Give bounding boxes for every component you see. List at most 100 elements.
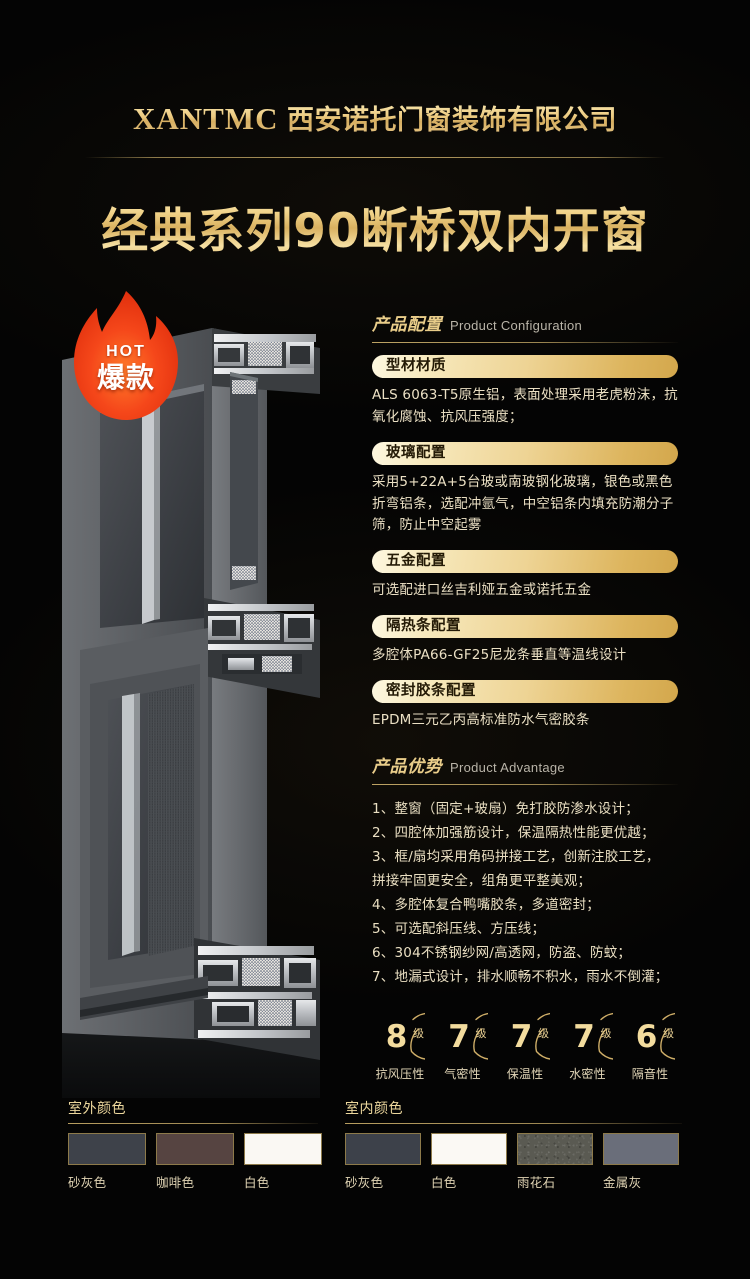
color-swatch[interactable]: 金属灰 xyxy=(603,1133,679,1191)
rating-item: 7 级 保温性 xyxy=(497,1012,553,1082)
ring-arc-icon xyxy=(410,1012,425,1060)
color-chip[interactable] xyxy=(156,1133,234,1165)
rating-grade: 7 xyxy=(573,1018,595,1055)
rating-item: 6 级 隔音性 xyxy=(622,1012,678,1082)
brand-name-en: XANTMC xyxy=(132,101,279,136)
rating-unit: 级 xyxy=(663,1027,674,1040)
window-profile-illustration xyxy=(62,328,320,1098)
color-chip[interactable] xyxy=(603,1133,679,1165)
color-chip[interactable] xyxy=(244,1133,322,1165)
config-item-label: 密封胶条配置 xyxy=(372,680,678,704)
rating-ring: 7 级 xyxy=(500,1012,550,1062)
list-item: 2、四腔体加强筋设计，保温隔热性能更优越； xyxy=(372,824,655,841)
rating-unit: 级 xyxy=(538,1027,549,1040)
color-name: 砂灰色 xyxy=(345,1175,384,1190)
color-swatch[interactable]: 白色 xyxy=(431,1133,507,1191)
config-item: 密封胶条配置 EPDM三元乙丙高标准防水气密胶条 xyxy=(372,680,678,732)
config-item-body: ALS 6063-T5原生铝，表面处理采用老虎粉沫，抗氧化腐蚀、抗风压强度； xyxy=(372,387,678,425)
indoor-colors-panel: 室内颜色 砂灰色 白色 雨花石 金属灰 xyxy=(345,1098,682,1191)
color-chip[interactable] xyxy=(431,1133,507,1165)
rating-ring: 8 级 xyxy=(375,1012,425,1062)
config-item-label: 隔热条配置 xyxy=(372,615,678,639)
performance-ratings: 8 级 抗风压性 7 级 气密性 7 级 保温性 xyxy=(372,1012,678,1082)
config-item-body: 采用5+22A+5台玻或南玻钢化玻璃，银色或黑色折弯铝条，选配冲氩气，中空铝条内… xyxy=(372,473,674,534)
rating-grade: 6 xyxy=(635,1018,658,1055)
config-item: 隔热条配置 多腔体PA66-GF25尼龙条垂直等温线设计 xyxy=(372,615,678,667)
config-item-label: 五金配置 xyxy=(372,550,678,574)
flame-icon xyxy=(74,291,178,420)
rating-item: 7 级 气密性 xyxy=(435,1012,491,1082)
rating-item: 7 级 水密性 xyxy=(560,1012,616,1082)
rating-label: 隔音性 xyxy=(631,1067,669,1081)
list-item: 5、可选配斜压线、方压线； xyxy=(372,920,546,937)
color-swatch[interactable]: 砂灰色 xyxy=(68,1133,146,1191)
color-name: 咖啡色 xyxy=(156,1175,195,1190)
color-name: 白色 xyxy=(431,1175,457,1190)
advantage-heading: 产品优势 Product Advantage xyxy=(372,752,678,777)
rating-ring: 6 级 xyxy=(625,1012,675,1062)
color-chip[interactable] xyxy=(345,1133,421,1165)
color-swatch[interactable]: 白色 xyxy=(244,1133,322,1191)
color-swatch[interactable]: 咖啡色 xyxy=(156,1133,234,1191)
rating-label: 气密性 xyxy=(444,1067,481,1081)
config-item-body: EPDM三元乙丙高标准防水气密胶条 xyxy=(372,712,590,729)
advantage-list: 1、整窗（固定+玻扇）免打胶防渗水设计； 2、四腔体加强筋设计，保温隔热性能更优… xyxy=(372,797,678,989)
config-item: 五金配置 可选配进口丝吉利娅五金或诺托五金 xyxy=(372,550,678,602)
ring-arc-icon xyxy=(535,1012,550,1060)
color-name: 金属灰 xyxy=(603,1175,642,1190)
configuration-heading: 产品配置 Product Configuration xyxy=(372,310,678,335)
color-swatch[interactable]: 雨花石 xyxy=(517,1133,593,1191)
brand-title: XANTMC 西安诺托门窗装饰有限公司 xyxy=(0,98,750,137)
rating-label: 水密性 xyxy=(569,1067,606,1081)
color-name: 白色 xyxy=(244,1175,270,1190)
indoor-swatch-row: 砂灰色 白色 雨花石 金属灰 xyxy=(345,1133,682,1191)
page-title: 经典系列90断桥双内开窗 xyxy=(0,192,750,261)
outdoor-colors-title: 室外颜色 xyxy=(68,1101,126,1117)
color-name: 砂灰色 xyxy=(68,1175,107,1190)
ring-arc-icon xyxy=(472,1012,488,1060)
configuration-heading-cn: 产品配置 xyxy=(372,315,442,335)
color-name: 雨花石 xyxy=(517,1175,556,1190)
rating-grade: 8 xyxy=(385,1018,408,1055)
list-item: 3、框/扇均采用角码拼接工艺，创新注胶工艺， 拼接牢固更安全，组角更平整美观； xyxy=(372,848,660,889)
ring-arc-icon xyxy=(597,1012,613,1060)
configuration-heading-en: Product Configuration xyxy=(450,318,583,333)
config-item-body: 多腔体PA66-GF25尼龙条垂直等温线设计 xyxy=(372,647,627,664)
indoor-colors-title: 室内颜色 xyxy=(345,1101,403,1117)
outdoor-colors-panel: 室外颜色 砂灰色 咖啡色 白色 xyxy=(68,1098,322,1191)
list-item: 1、整窗（固定+玻扇）免打胶防渗水设计； xyxy=(372,800,639,817)
brand-name-cn: 西安诺托门窗装饰有限公司 xyxy=(287,105,618,136)
list-item: 7、地漏式设计，排水顺畅不积水，雨水不倒灌； xyxy=(372,968,669,985)
rating-unit: 级 xyxy=(600,1027,612,1040)
config-item-label: 型材材质 xyxy=(372,355,678,378)
rating-unit: 级 xyxy=(475,1027,487,1040)
color-chip[interactable] xyxy=(68,1133,146,1165)
config-item: 型材材质 ALS 6063-T5原生铝，表面处理采用老虎粉沫，抗氧化腐蚀、抗风压… xyxy=(372,355,678,429)
configuration-divider xyxy=(372,342,678,343)
rating-label: 抗风压性 xyxy=(375,1067,425,1081)
poster-header: XANTMC 西安诺托门窗装饰有限公司 xyxy=(0,98,750,158)
rating-grade: 7 xyxy=(510,1018,533,1055)
advantage-heading-en: Product Advantage xyxy=(450,759,565,775)
header-divider xyxy=(85,157,665,158)
list-item: 6、304不锈钢纱网/高透网，防盗、防蚊； xyxy=(372,944,632,961)
outdoor-colors-divider xyxy=(68,1123,318,1124)
list-item: 4、多腔体复合鸭嘴胶条，多道密封； xyxy=(372,896,600,913)
rating-ring: 7 级 xyxy=(563,1012,613,1062)
advantage-divider xyxy=(372,783,678,785)
specs-column: 产品配置 Product Configuration 型材材质 ALS 6063… xyxy=(372,310,678,989)
rating-label: 保温性 xyxy=(506,1067,544,1081)
rating-ring: 7 级 xyxy=(438,1012,488,1062)
indoor-colors-divider xyxy=(345,1123,682,1124)
rating-grade: 7 xyxy=(448,1018,470,1055)
ring-arc-icon xyxy=(660,1012,675,1060)
outdoor-swatch-row: 砂灰色 咖啡色 白色 xyxy=(68,1133,322,1191)
hot-badge: HOT 爆款 xyxy=(64,288,188,424)
color-chip[interactable] xyxy=(517,1133,593,1165)
config-item-label: 玻璃配置 xyxy=(372,441,678,465)
color-swatch[interactable]: 砂灰色 xyxy=(345,1133,421,1191)
rating-item: 8 级 抗风压性 xyxy=(372,1012,428,1082)
config-item-body: 可选配进口丝吉利娅五金或诺托五金 xyxy=(372,582,592,599)
product-image xyxy=(62,298,320,1098)
